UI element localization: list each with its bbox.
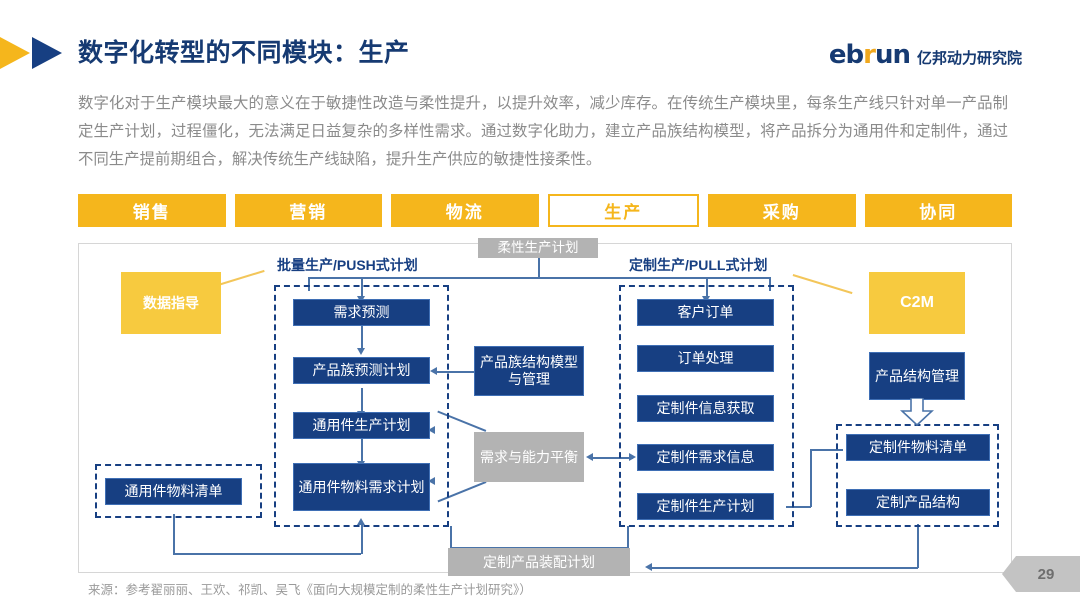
arrow-balance-to-material	[428, 477, 435, 485]
connector-trunk-horizontal	[308, 277, 770, 279]
tab-marketing[interactable]: 营销	[234, 194, 382, 227]
hollow-down-arrow-icon	[899, 397, 935, 431]
page-header: 数字化转型的不同模块：生产 ebrun 亿邦动力研究院	[0, 0, 1080, 84]
connector-right-group-down	[917, 524, 919, 568]
box-demand-forecast[interactable]: 需求预测	[293, 299, 430, 326]
tab-sales[interactable]: 销售	[78, 194, 226, 227]
group-push-dashed	[274, 285, 449, 527]
arrow-bom-to-material	[357, 518, 365, 525]
arrow-balance-left	[586, 453, 593, 461]
box-customer-order[interactable]: 客户订单	[637, 299, 774, 326]
module-tab-bar: 销售 营销 物流 生产 采购 协同	[78, 194, 1012, 227]
label-flexible-production-plan: 柔性生产计划	[478, 238, 598, 258]
connector-right-group-to-assembly	[651, 567, 918, 569]
connector-trunk-left-drop	[308, 277, 310, 291]
box-custom-product-assembly-plan[interactable]: 定制产品装配计划	[448, 548, 630, 576]
connector-customprod-right	[786, 506, 811, 508]
connector-push-3-4	[361, 437, 363, 463]
box-product-family-forecast-plan[interactable]: 产品族预测计划	[293, 357, 430, 384]
brand-logo-un: un	[874, 40, 911, 70]
brand-logo-wordmark: ebrun	[828, 40, 911, 70]
source-citation: 来源：参考翟丽丽、王欢、祁凯、吴飞《面向大规模定制的柔性生产计划研究》）	[88, 583, 532, 597]
box-common-part-bom[interactable]: 通用件物料清单	[105, 478, 242, 505]
label-push-plan: 批量生产/PUSH式计划	[277, 257, 418, 273]
tab-collaboration[interactable]: 协同	[864, 194, 1012, 227]
arrow-model-to-forecast	[430, 367, 437, 375]
brand-logo-chinese: 亿邦动力研究院	[916, 50, 1022, 67]
connector-pull-group-to-assembly	[538, 547, 628, 549]
connector-push-2-3	[361, 388, 363, 413]
connector-bom-down	[173, 514, 175, 554]
box-custom-product-structure[interactable]: 定制产品结构	[846, 489, 990, 516]
box-data-guide[interactable]: 数据指导	[121, 272, 221, 334]
connector-model-to-forecast	[437, 371, 475, 373]
connector-bom-up-to-material	[361, 524, 363, 554]
tab-logistics[interactable]: 物流	[391, 194, 539, 227]
connector-trunk-vertical	[538, 256, 540, 278]
label-pull-plan: 定制生产/PULL式计划	[629, 257, 768, 273]
tab-production[interactable]: 生产	[547, 194, 699, 227]
brand-logo-eb: eb	[828, 40, 864, 70]
brand-logo: ebrun 亿邦动力研究院	[829, 40, 1022, 70]
box-custom-part-production-plan[interactable]: 定制件生产计划	[637, 493, 774, 520]
box-common-part-production-plan[interactable]: 通用件生产计划	[293, 412, 430, 439]
group-pull-dashed	[619, 285, 794, 527]
brand-logo-r: r	[863, 40, 876, 70]
connector-pull-group-down	[627, 526, 629, 548]
box-c2m[interactable]: C2M	[869, 272, 965, 334]
arrow-assembly-right	[645, 563, 652, 571]
connector-balance-to-custom-demand	[590, 457, 633, 459]
connector-customprod-to-bom	[810, 449, 843, 451]
arrow-balance-to-plan	[428, 426, 435, 434]
box-custom-part-info-acquisition[interactable]: 定制件信息获取	[637, 395, 774, 422]
connector-trunk-right-drop	[769, 277, 771, 291]
connector-customprod-up	[810, 449, 812, 507]
box-custom-part-demand-info[interactable]: 定制件需求信息	[637, 444, 774, 471]
arrow-balance-right	[629, 453, 636, 461]
connector-push-entry	[361, 277, 363, 298]
connector-push-group-to-assembly	[450, 547, 538, 549]
box-custom-part-bom[interactable]: 定制件物料清单	[846, 434, 990, 461]
intro-paragraph: 数字化对于生产模块最大的意义在于敏捷性改造与柔性提升，以提升效率，减少库存。在传…	[78, 95, 1008, 168]
connector-push-group-down	[450, 526, 452, 548]
diagram-panel	[78, 243, 1012, 573]
box-demand-capacity-balance[interactable]: 需求与能力平衡	[474, 432, 584, 482]
page-number-badge: 29	[1002, 556, 1080, 592]
tab-procurement[interactable]: 采购	[708, 194, 856, 227]
arrow-push-1-2	[357, 348, 365, 355]
connector-push-1-2	[361, 325, 363, 350]
brand-chevrons-icon	[0, 33, 78, 73]
group-common-bom-dashed	[95, 464, 262, 518]
box-product-structure-management[interactable]: 产品结构管理	[869, 352, 965, 400]
box-product-family-structure-model[interactable]: 产品族结构模型与管理	[474, 346, 584, 396]
connector-pull-entry	[706, 277, 708, 298]
box-common-part-material-requirement-plan[interactable]: 通用件物料需求计划	[293, 463, 430, 511]
page-title: 数字化转型的不同模块：生产	[78, 39, 410, 67]
connector-bom-right	[173, 553, 361, 555]
box-order-processing[interactable]: 订单处理	[637, 345, 774, 372]
